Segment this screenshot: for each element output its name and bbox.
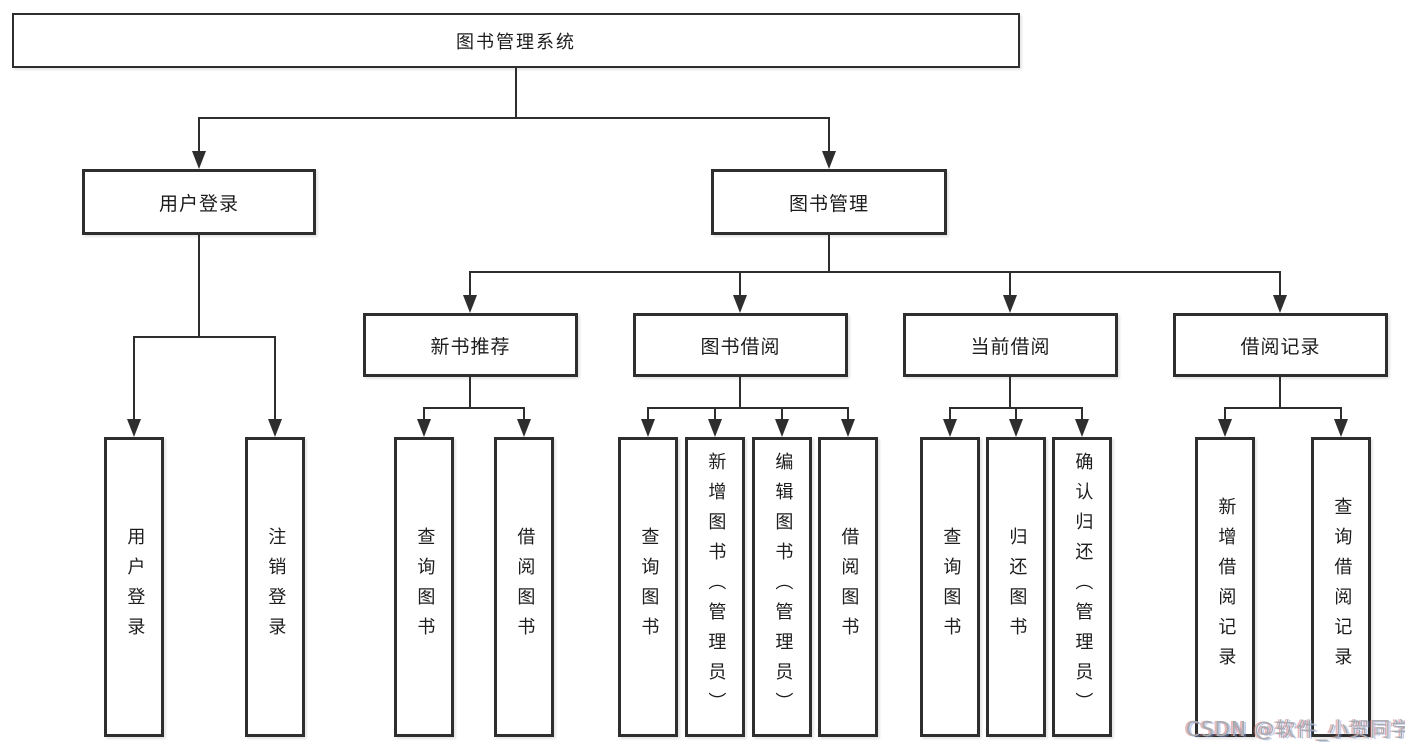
connector-root-stem — [515, 68, 517, 119]
arrowhead-down-icon — [775, 419, 789, 437]
leaf-logout: 注销登录 — [245, 437, 305, 737]
leaf-label: 归还图书 — [1006, 527, 1028, 647]
connector-leaf-drop — [1015, 408, 1017, 420]
connector-leaf-drop — [647, 408, 649, 420]
connector-leaf-drop — [847, 408, 849, 420]
connector-group-stem — [739, 377, 741, 409]
leaf-borrow-books: 借阅图书 — [818, 437, 878, 737]
node-label: 当前借阅 — [970, 335, 1051, 358]
leaf-confirm-return-admin: 确认归还（管理员） — [1052, 437, 1112, 737]
node-label: 借阅记录 — [1240, 335, 1321, 358]
arrowhead-down-icon — [641, 419, 655, 437]
arrowhead-down-icon — [1334, 419, 1348, 437]
leaf-query-books-current: 查询图书 — [920, 437, 980, 737]
arrowhead-down-icon — [127, 419, 141, 437]
connector-user-login-bar — [133, 336, 276, 338]
connector-leaf-bar — [423, 407, 525, 409]
connector-leaf-drop — [949, 408, 951, 420]
arrowhead-down-icon — [1218, 419, 1232, 437]
leaf-query-borrow-record: 查询借阅记录 — [1311, 437, 1371, 737]
connector-leaf-drop — [1340, 408, 1342, 420]
arrowhead-down-icon — [268, 419, 282, 437]
leaf-label: 编辑图书（管理员） — [772, 452, 794, 722]
leaf-label: 查询借阅记录 — [1331, 497, 1353, 677]
connector-leaf-bar — [1224, 407, 1342, 409]
connector-group-stem — [469, 377, 471, 409]
leaf-label: 借阅图书 — [514, 527, 536, 647]
arrowhead-down-icon — [1009, 419, 1023, 437]
arrowhead-down-icon — [841, 419, 855, 437]
leaf-add-books-admin: 新增图书（管理员） — [685, 437, 745, 737]
arrowhead-down-icon — [708, 419, 722, 437]
connector-book-mgmt-stem — [828, 235, 830, 273]
leaf-label: 查询图书 — [414, 527, 436, 647]
connector-level2-bar — [198, 117, 830, 119]
node-user-login: 用户登录 — [82, 169, 316, 235]
connector-user-login-drop — [198, 118, 200, 152]
node-current-borrowing: 当前借阅 — [903, 313, 1118, 377]
connector-leaf-drop — [781, 408, 783, 420]
node-library-management-system: 图书管理系统 — [12, 13, 1020, 68]
leaf-label: 注销登录 — [265, 527, 287, 647]
connector-leaf-drop — [1224, 408, 1226, 420]
connector-level3-drop — [469, 272, 471, 296]
arrowhead-down-icon — [517, 419, 531, 437]
connector-group-stem — [1279, 377, 1281, 409]
arrowhead-down-icon — [733, 295, 747, 313]
node-label: 图书管理 — [788, 192, 869, 215]
connector-level3-drop — [739, 272, 741, 296]
arrowhead-down-icon — [463, 295, 477, 313]
node-borrowing-records: 借阅记录 — [1173, 313, 1388, 377]
arrowhead-down-icon — [943, 419, 957, 437]
connector-leaf-drop — [423, 408, 425, 420]
leaf-borrow-books-recommend: 借阅图书 — [494, 437, 554, 737]
connector-user-login-stem — [198, 235, 200, 338]
leaf-query-books-recommend: 查询图书 — [394, 437, 454, 737]
node-label: 图书管理系统 — [456, 31, 576, 53]
connector-book-mgmt-drop — [828, 118, 830, 152]
arrowhead-down-icon — [192, 151, 206, 169]
leaf-return-books: 归还图书 — [986, 437, 1046, 737]
node-label: 新书推荐 — [430, 335, 511, 358]
arrowhead-down-icon — [1075, 419, 1089, 437]
connector-leaf-drop — [523, 408, 525, 420]
connector-level3-bar — [469, 271, 1281, 273]
connector-leaf-drop — [714, 408, 716, 420]
node-label: 用户登录 — [158, 192, 239, 215]
leaf-label: 借阅图书 — [838, 527, 860, 647]
connector-leaf-drop — [1081, 408, 1083, 420]
connector-leaf-bar — [647, 407, 849, 409]
connector-level3-drop — [1009, 272, 1011, 296]
leaf-label: 查询图书 — [940, 527, 962, 647]
leaf-add-borrow-record: 新增借阅记录 — [1195, 437, 1255, 737]
node-book-borrowing: 图书借阅 — [633, 313, 848, 377]
arrowhead-down-icon — [1273, 295, 1287, 313]
arrowhead-down-icon — [417, 419, 431, 437]
leaf-query-books-borrowing: 查询图书 — [618, 437, 678, 737]
connector-leaf-drop — [274, 337, 276, 420]
leaf-label: 查询图书 — [638, 527, 660, 647]
leaf-label: 新增借阅记录 — [1215, 497, 1237, 677]
connector-group-stem — [1009, 377, 1011, 409]
arrowhead-down-icon — [822, 151, 836, 169]
leaf-label: 用户登录 — [124, 527, 146, 647]
node-book-management: 图书管理 — [711, 169, 947, 235]
connector-level3-drop — [1279, 272, 1281, 296]
leaf-user-login: 用户登录 — [104, 437, 164, 737]
node-new-book-recommend: 新书推荐 — [363, 313, 578, 377]
csdn-watermark: CSDN @软件_小贺同学 — [1186, 717, 1405, 741]
leaf-label: 确认归还（管理员） — [1072, 452, 1094, 722]
leaf-edit-books-admin: 编辑图书（管理员） — [752, 437, 812, 737]
node-label: 图书借阅 — [700, 335, 781, 358]
leaf-label: 新增图书（管理员） — [705, 452, 727, 722]
arrowhead-down-icon — [1003, 295, 1017, 313]
connector-leaf-drop — [133, 337, 135, 420]
